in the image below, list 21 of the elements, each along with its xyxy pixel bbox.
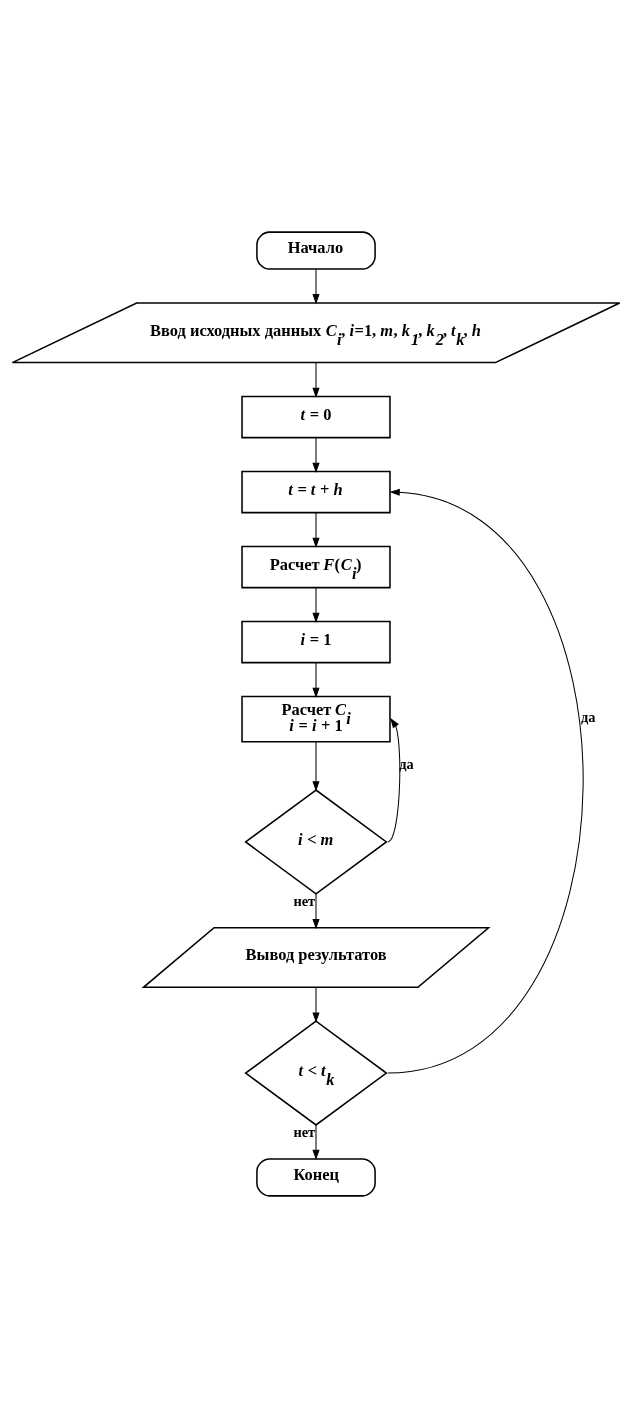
node-box: Начало (256, 231, 376, 270)
arrow (312, 893, 320, 930)
node-box: t = t + h (241, 470, 391, 514)
arrow (387, 488, 584, 1074)
edge-label: да (581, 708, 596, 725)
arrow (312, 1124, 320, 1161)
node-box: Конец (256, 1158, 376, 1197)
node-diamond: i < m (244, 789, 388, 895)
edge-label: нет (293, 892, 316, 909)
arrow (387, 717, 401, 843)
arrow (312, 741, 320, 792)
arrow (312, 986, 320, 1023)
arrow (312, 437, 320, 473)
arrow (312, 587, 320, 623)
node-box: t = 0 (241, 395, 391, 439)
arrow (312, 268, 320, 305)
arrow (312, 662, 320, 698)
arrow (312, 512, 320, 548)
arrow (312, 362, 320, 398)
node-box: i = 1 (241, 620, 391, 664)
edge-label: нет (293, 1123, 316, 1140)
